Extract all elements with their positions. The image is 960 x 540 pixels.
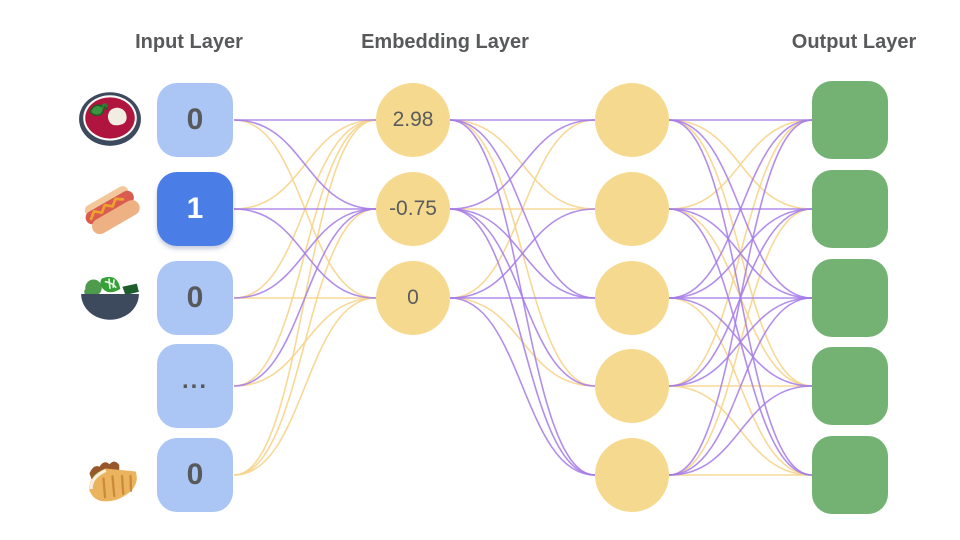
hotdog-icon [77,175,143,241]
salad-icon [77,262,143,328]
edge [233,208,377,299]
output-node-4 [812,347,888,425]
output-node-1 [812,81,888,159]
edge [449,119,596,299]
edge [449,297,596,476]
edge [233,208,377,476]
edge [233,208,377,387]
output-node-3 [812,259,888,337]
borscht-icon [77,86,143,152]
edge [668,385,813,476]
output-node-5 [812,436,888,514]
embedding-node-2: -0.75 [376,172,450,246]
input-node-hotdog: 1 [157,172,233,246]
edge [668,297,813,476]
input-node-borscht: 0 [157,83,233,157]
edge [233,119,377,210]
edge [668,208,813,299]
hidden-node-1 [595,83,669,157]
embedding-layer-header: Embedding Layer [361,31,529,53]
hidden-node-5 [595,438,669,512]
pita-icon [77,446,143,512]
input-node-pita: 0 [157,438,233,512]
hidden-node-3 [595,261,669,335]
edge [668,119,813,299]
input-layer-header: Input Layer [135,31,243,53]
edge [668,119,813,476]
embedding-node-3: 0 [376,261,450,335]
edge [449,208,596,476]
output-node-2 [812,170,888,248]
edge [233,297,377,476]
edge [668,297,813,387]
edge [668,119,813,210]
hidden-node-4 [595,349,669,423]
output-layer-header: Output Layer [791,31,917,53]
edge [449,208,596,299]
hidden-node-2 [595,172,669,246]
input-node-ellipsis: ... [157,344,233,428]
input-node-salad: 0 [157,261,233,335]
edge [449,119,596,210]
embedding-node-1: 2.98 [376,83,450,157]
